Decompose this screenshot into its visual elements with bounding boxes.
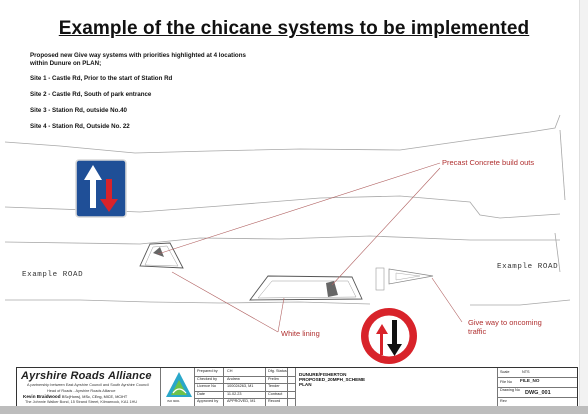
- project-title: DUNURE/FISHERTON PROPOSED_20MPH_SCHEME P…: [299, 372, 366, 388]
- alliance-logo-icon: [166, 372, 192, 397]
- site-notes: Proposed new Give way systems with prior…: [30, 52, 330, 139]
- field-value-2: 100024263, M1: [227, 384, 254, 388]
- stage-1: Prelim: [268, 376, 279, 381]
- scale-value: NTS: [522, 370, 530, 374]
- field-label-3: Date: [197, 391, 206, 396]
- leader-lines: [157, 162, 463, 333]
- road-label-right: Example ROAD: [497, 263, 559, 271]
- page-edge: [579, 0, 588, 406]
- give-way-sign-red: [361, 308, 417, 364]
- field-value-0: CH: [227, 369, 233, 373]
- give-way-label: Give way to oncoming traffic: [468, 318, 542, 336]
- site-2-note: Site 2 - Castle Rd, South of park entran…: [30, 91, 152, 98]
- file-label: File No: [500, 380, 513, 384]
- field-label-2: Licence No: [197, 384, 216, 388]
- field-value-3: 11.02.23: [227, 391, 242, 396]
- address: The Johnnie Walker Bond, 15 Strand Stree…: [25, 400, 138, 404]
- road-label-left: Example ROAD: [22, 271, 84, 279]
- priority-sign-blue: [75, 159, 127, 218]
- stage-2: Tender: [268, 384, 280, 388]
- field-value-1: Andrew: [227, 376, 240, 381]
- stage-4: Record: [268, 399, 281, 403]
- field-label-4: Approved by: [197, 399, 219, 403]
- title-block: Ayrshire Roads Alliance A partnership be…: [16, 367, 578, 407]
- site-1-note: Site 1 - Castle Rd, Prior to the start o…: [30, 75, 173, 82]
- head-name: Kevin Braidwood BSc(Hons), MSc, CEng, MI…: [23, 394, 128, 399]
- road-edges: [4, 114, 571, 306]
- logo-text: ISO 9001: [167, 399, 180, 403]
- page-title: Example of the chicane systems to be imp…: [58, 18, 530, 39]
- white-lining-label: White lining: [281, 329, 320, 338]
- stage-3: Contract: [268, 391, 283, 396]
- brand-sub: A partnership between East Ayrshire Coun…: [27, 383, 149, 387]
- drawing-label: Drawing No: [500, 388, 520, 392]
- file-value: FILE_NO: [520, 378, 540, 383]
- scale-label: Scale: [500, 370, 510, 374]
- brand-name: Ayrshire Roads Alliance: [21, 370, 152, 382]
- head-line: Head of Roads - Ayrshire Roads Alliance: [47, 389, 116, 393]
- intro-text: Proposed new Give way systems with prior…: [30, 52, 246, 67]
- drawing-value: DWG_001: [525, 390, 551, 396]
- chicane-build-outs: [139, 242, 434, 301]
- rev-label: Rev: [500, 399, 507, 403]
- precast-label: Precast Concrete build outs: [442, 158, 535, 167]
- site-3-note: Site 3 - Station Rd, outside No.40: [30, 107, 127, 114]
- bottom-strip: [0, 406, 588, 414]
- site-4-note: Site 4 - Station Rd, Outside No. 22: [30, 123, 130, 130]
- field-value-4: APPROVED, M1: [227, 399, 256, 403]
- field-label-1: Checked by: [197, 376, 218, 381]
- stage-0: Dfg. Status: [268, 369, 287, 373]
- field-label-0: Prepared by: [197, 369, 218, 373]
